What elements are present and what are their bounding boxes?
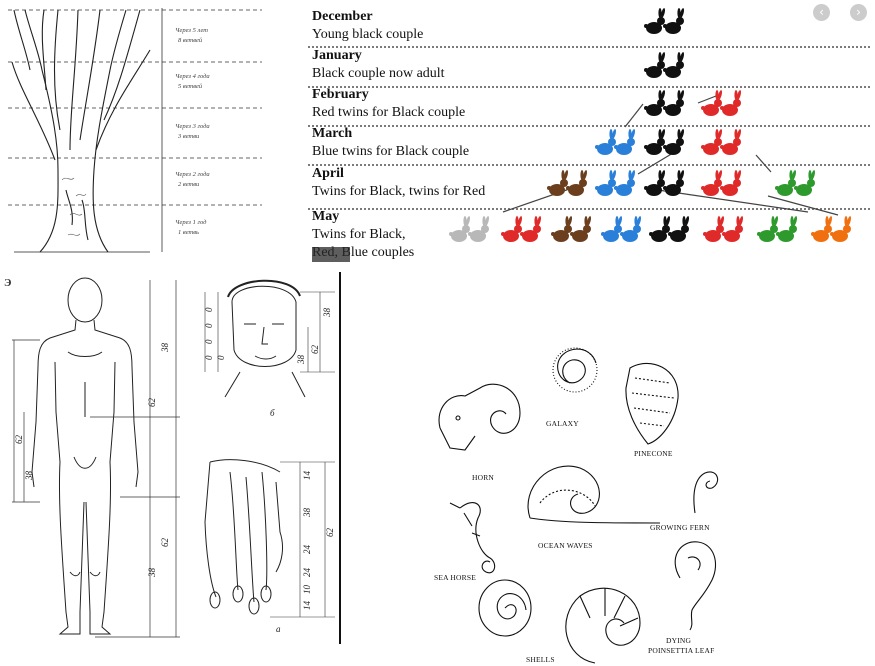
dimension-label: 62: [160, 538, 170, 548]
spirals-drawing: GALAXY PINECONE HORN GROWING FERN OCEAN …: [420, 318, 740, 666]
caption-leaf-line2: POINSETTIA LEAF: [648, 646, 715, 655]
dimension-label: 38: [296, 355, 306, 366]
rabbit-couples-diagram: [308, 0, 875, 268]
horn-spiral: [439, 384, 520, 433]
dimension-label: 0: [204, 307, 214, 312]
caption-seahorse: SEA HORSE: [434, 573, 476, 582]
pinecone: [626, 363, 678, 444]
rabbit-couple-orange: [811, 216, 852, 242]
arrow: [625, 104, 643, 127]
nautilus-shell: [566, 588, 640, 663]
tree-label: Через 3 года: [175, 123, 210, 130]
dimension-label: 24: [302, 545, 312, 555]
dimension-label: 14: [302, 471, 312, 481]
galaxy-spiral: [558, 349, 596, 383]
tree-label: 3 ветви: [177, 133, 200, 140]
dimension-label: 38: [322, 308, 332, 319]
tree-label: 1 ветвь: [178, 229, 199, 236]
dimension-label: 0: [204, 355, 214, 360]
rabbit-couple-blue: [601, 216, 642, 242]
fern-spiral: [694, 472, 718, 513]
rabbit-couple-green: [775, 170, 816, 196]
rabbit-couple-brown: [551, 216, 592, 242]
dimension-label: 62: [310, 345, 320, 355]
next-icon[interactable]: ›: [850, 4, 867, 21]
tree-label: Через 5 лет: [175, 27, 208, 34]
rabbit-couple-green: [757, 216, 798, 242]
dimension-label: 62: [147, 398, 157, 408]
caption-shells: SHELLS: [526, 655, 555, 664]
dimension-label: 0: [204, 323, 214, 328]
tree-label: Через 4 года: [175, 73, 210, 80]
dimension-label: 62: [14, 435, 24, 445]
ocean-wave-spiral: [528, 466, 660, 523]
poinsettia-leaf-spiral: [675, 542, 715, 630]
figure-label-face: б: [270, 408, 275, 418]
tree-label: 5 ветвей: [178, 83, 203, 90]
dimension-label: 0: [216, 355, 226, 360]
caption-fern: GROWING FERN: [650, 523, 710, 532]
arrow: [698, 96, 716, 103]
rabbit-couple-black: [649, 216, 690, 242]
rabbit-couple-black: [644, 129, 685, 155]
dimension-label: 14: [302, 601, 312, 611]
caption-horn: HORN: [472, 473, 494, 482]
figure-label-hand: а: [276, 624, 281, 634]
arrow: [768, 196, 838, 215]
rabbit-couple-red: [701, 90, 742, 116]
rabbit-couple-black: [644, 8, 685, 34]
caption-galaxy: GALAXY: [546, 419, 579, 428]
dimension-label: 10: [302, 585, 312, 595]
previous-icon[interactable]: ‹: [813, 4, 830, 21]
tree-label: 8 ветвей: [178, 37, 203, 44]
rabbit-couple-blue: [595, 170, 636, 196]
dimension-label: 24: [302, 568, 312, 578]
human-proportions-panel: Э 38 62 62 38 62 3: [0, 272, 345, 666]
tree-label: Через 1 год: [175, 219, 207, 226]
rabbit-couple-blue: [595, 129, 636, 155]
rabbit-couple-red: [501, 216, 542, 242]
dimension-label: 38: [302, 508, 312, 519]
human-proportions-drawing: Э 38 62 62 38 62 3: [0, 272, 345, 666]
corner-mark: Э: [4, 277, 11, 289]
rabbit-couple-red: [701, 129, 742, 155]
rabbit-couple-black: [644, 52, 685, 78]
seahorse: [460, 503, 495, 573]
caption-leaf-line1: DYING: [666, 636, 692, 645]
dimension-label: 38: [147, 568, 157, 579]
tree-label: Через 2 года: [175, 171, 210, 178]
arrow: [756, 155, 771, 172]
dimension-label: 62: [325, 528, 335, 538]
dimension-label: 0: [204, 339, 214, 344]
rabbit-couple-grey: [449, 216, 490, 242]
caption-ocean: OCEAN WAVES: [538, 541, 593, 550]
caption-pinecone: PINECONE: [634, 449, 673, 458]
rabbit-couple-red: [701, 170, 742, 196]
fibonacci-rabbits-panel: December Young black couple January Blac…: [308, 0, 875, 268]
tree-drawing: Через 5 лет 8 ветвей Через 4 года 5 ветв…: [0, 0, 268, 265]
rabbit-couple-red: [703, 216, 744, 242]
head-outline: [68, 278, 102, 322]
tree-illustration: Через 5 лет 8 ветвей Через 4 года 5 ветв…: [0, 0, 268, 265]
tree-label: 2 ветви: [178, 181, 200, 188]
dimension-label: 38: [160, 343, 170, 354]
face-outline: [232, 286, 296, 366]
rabbit-couple-black: [644, 170, 685, 196]
rabbit-couple-black: [644, 90, 685, 116]
dimension-label: 38: [24, 471, 34, 482]
spirals-in-nature-panel: GALAXY PINECONE HORN GROWING FERN OCEAN …: [420, 318, 740, 666]
rabbit-couple-brown: [547, 170, 588, 196]
arrow: [503, 186, 578, 212]
